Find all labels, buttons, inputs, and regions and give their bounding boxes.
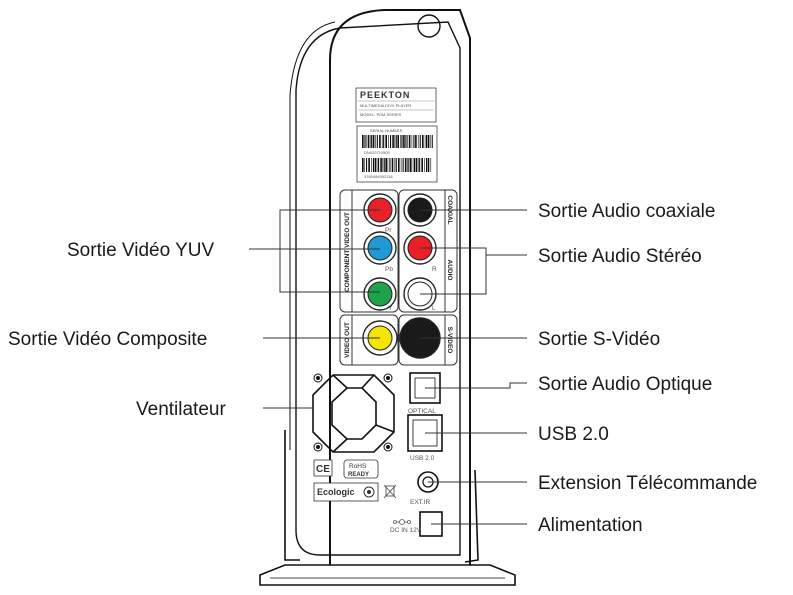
model-line2: MODEL: PDM-SERIES bbox=[360, 112, 402, 117]
pb-label: Pb bbox=[385, 266, 393, 273]
ce-logo: CE bbox=[313, 459, 333, 477]
label-power: Alimentation bbox=[538, 515, 643, 536]
dc-polarity-icon bbox=[393, 519, 411, 525]
component-video-out-label: COMPONENT VIDEO OUT bbox=[344, 212, 351, 292]
label-stereo: Sortie Audio Stéréo bbox=[538, 246, 702, 267]
label-ext: Extension Télécommande bbox=[538, 473, 757, 494]
pr-label: Pr bbox=[385, 227, 392, 234]
device-shadow-edge bbox=[289, 21, 336, 450]
weee-bin-icon bbox=[383, 484, 397, 499]
leader-lines bbox=[249, 209, 527, 525]
label-usb: USB 2.0 bbox=[538, 424, 609, 445]
s-video-label: S-VIDEO bbox=[446, 327, 453, 354]
svg-text:CE: CE bbox=[316, 464, 330, 475]
rohs-logo: RoHS READY bbox=[343, 459, 379, 479]
model-line1: MULTIMEDIA DIVX PLAYER bbox=[360, 103, 411, 108]
device-body bbox=[289, 9, 471, 585]
serial-barcode bbox=[362, 135, 433, 148]
device-outer-outline bbox=[329, 9, 471, 585]
dc-in-label: DC IN 12V bbox=[390, 527, 422, 534]
device-stand bbox=[259, 430, 516, 586]
ean-barcode bbox=[362, 158, 432, 172]
label-yuv: Sortie Vidéo YUV bbox=[67, 240, 214, 261]
label-composite: Sortie Vidéo Composite bbox=[8, 329, 207, 350]
label-optical: Sortie Audio Optique bbox=[538, 374, 712, 395]
r-label: R bbox=[432, 266, 437, 273]
l-label: L bbox=[432, 305, 436, 312]
video-out-label: VIDEO OUT bbox=[344, 322, 351, 358]
label-svideo: Sortie S-Vidéo bbox=[538, 329, 660, 350]
fan-screws bbox=[313, 373, 393, 452]
rca-y-connector[interactable] bbox=[363, 277, 397, 311]
svg-text:Ecologic: Ecologic bbox=[317, 487, 355, 497]
serial-sticker: SERIAL NUMBER DN020710500 3760084092118 bbox=[356, 125, 438, 183]
device-inner-outline bbox=[295, 21, 461, 556]
rca-pb-connector[interactable] bbox=[363, 231, 397, 265]
svg-text:RoHS: RoHS bbox=[349, 463, 367, 470]
ean-value: 3760084092118 bbox=[364, 174, 393, 179]
serial-title: SERIAL NUMBER bbox=[370, 128, 403, 133]
ecologic-logo: Ecologic bbox=[313, 482, 379, 502]
label-coax: Sortie Audio coaxiale bbox=[538, 201, 715, 222]
audio-label: AUDIO bbox=[446, 260, 453, 281]
brand-name: PEEKTON bbox=[360, 90, 410, 100]
usb-port-label: USB 2.0 bbox=[410, 455, 435, 462]
mounting-hole-top bbox=[417, 14, 441, 38]
y-label: Y bbox=[388, 305, 393, 312]
fan-vent bbox=[312, 374, 395, 453]
serial-value: DN020710500 bbox=[364, 150, 391, 155]
svg-text:READY: READY bbox=[348, 472, 369, 478]
label-fan: Ventilateur bbox=[136, 399, 226, 420]
ext-ir-label: EXT.IR bbox=[410, 499, 431, 506]
brand-label: PEEKTON MULTIMEDIA DIVX PLAYER MODEL: PD… bbox=[355, 87, 437, 123]
optical-port-label: OPTICAL bbox=[408, 408, 436, 415]
